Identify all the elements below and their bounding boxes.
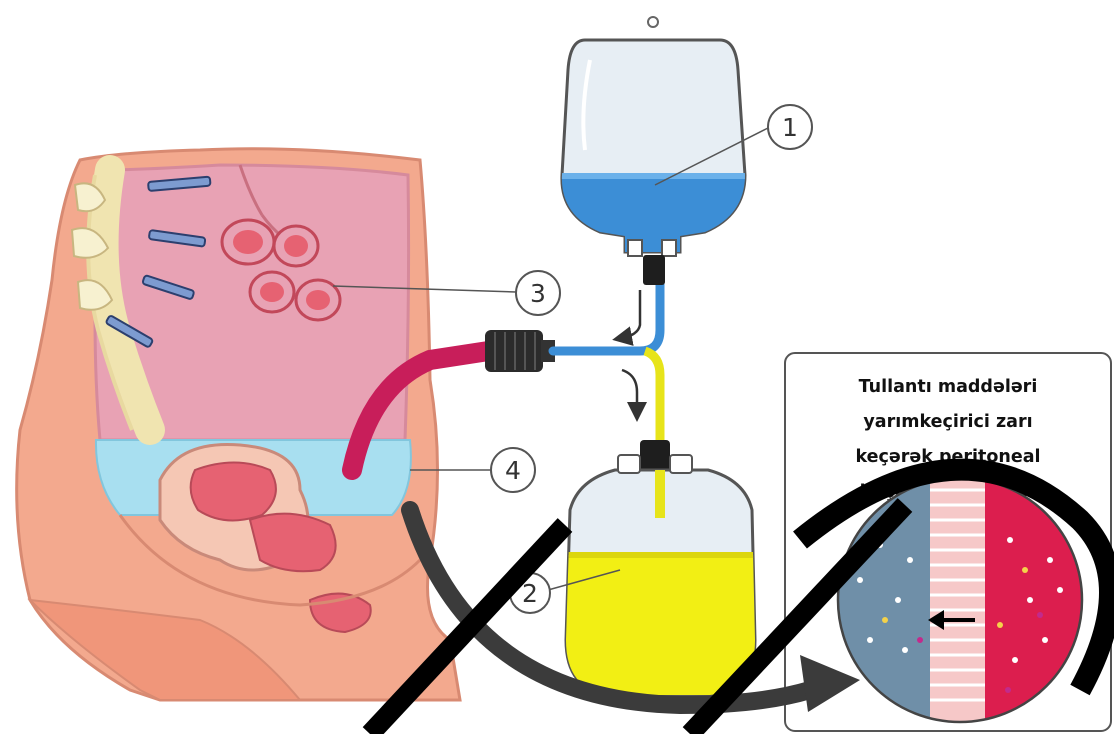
- drainage-bag: [560, 440, 770, 705]
- callout-4: 4: [491, 448, 535, 492]
- fresh-dialysate: [555, 175, 755, 265]
- callout-1-label: 1: [782, 113, 798, 142]
- callout-4-label: 4: [505, 456, 521, 485]
- uterus: [250, 514, 336, 572]
- caption-line-1: Tullantı maddələri: [859, 377, 1038, 397]
- callout-1: 1: [768, 105, 812, 149]
- caption-line-2: yarımkeçirici zarı: [863, 412, 1032, 432]
- catheter-connector: [485, 330, 555, 372]
- callout-3-label: 3: [530, 279, 546, 308]
- abdomen-cross-section: [17, 149, 460, 700]
- dialysate-bag: [555, 17, 755, 285]
- bladder: [191, 463, 276, 521]
- callout-2-label: 2: [522, 579, 538, 608]
- inflow-arrow: [622, 290, 640, 338]
- callout-3: 3: [516, 271, 560, 315]
- outflow-arrow: [622, 370, 637, 412]
